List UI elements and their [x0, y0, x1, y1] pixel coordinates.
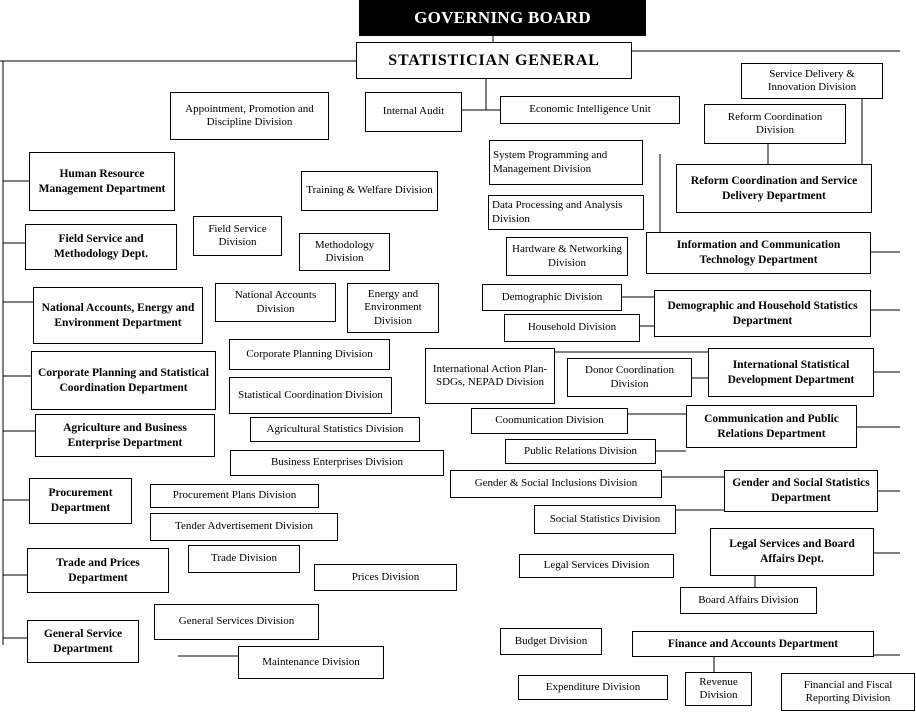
gender-social-inclusions-division: Gender & Social Inclusions Division	[450, 470, 662, 498]
trade-division: Trade Division	[188, 545, 300, 573]
agriculture-business-department: Agriculture and Business Enterprise Depa…	[35, 414, 215, 457]
household-division: Household Division	[504, 314, 640, 342]
field-service-department: Field Service and Methodology Dept.	[25, 224, 177, 270]
economic-intelligence-unit: Economic Intelligence Unit	[500, 96, 680, 124]
reform-coordination-division: Reform Coordination Division	[704, 104, 846, 144]
expenditure-division: Expenditure Division	[518, 675, 668, 700]
reform-coordination-department: Reform Coordination and Service Delivery…	[676, 164, 872, 213]
hardware-networking-division: Hardware & Networking Division	[506, 237, 628, 276]
internal-audit: Internal Audit	[365, 92, 462, 132]
energy-environment-division: Energy and Environment Division	[347, 283, 439, 333]
trade-prices-department: Trade and Prices Department	[27, 548, 169, 593]
legal-board-department: Legal Services and Board Affairs Dept.	[710, 528, 874, 576]
financial-fiscal-reporting-division: Financial and Fiscal Reporting Division	[781, 673, 915, 711]
legal-services-division: Legal Services Division	[519, 554, 674, 578]
national-accounts-division: National Accounts Division	[215, 283, 336, 322]
methodology-division: Methodology Division	[299, 233, 390, 271]
governing-board: GOVERNING BOARD	[359, 0, 646, 36]
public-relations-division: Public Relations Division	[505, 439, 656, 464]
hr-department: Human Resource Management Department	[29, 152, 175, 211]
procurement-department: Procurement Department	[29, 478, 132, 524]
demographic-division: Demographic Division	[482, 284, 622, 311]
communication-division: Coomunication Division	[471, 408, 628, 434]
communication-pr-department: Communication and Public Relations Depar…	[686, 405, 857, 448]
service-delivery-division: Service Delivery & Innovation Division	[741, 63, 883, 99]
budget-division: Budget Division	[500, 628, 602, 655]
procurement-plans-division: Procurement Plans Division	[150, 484, 319, 508]
national-accounts-department: National Accounts, Energy and Environmen…	[33, 287, 203, 344]
international-statistical-department: International Statistical Development De…	[708, 348, 874, 397]
demographic-household-department: Demographic and Household Statistics Dep…	[654, 290, 871, 337]
tender-advertisement-division: Tender Advertisement Division	[150, 513, 338, 541]
ict-department: Information and Communication Technology…	[646, 232, 871, 274]
prices-division: Prices Division	[314, 564, 457, 591]
corporate-planning-department: Corporate Planning and Statistical Coord…	[31, 351, 216, 410]
agricultural-statistics-division: Agricultural Statistics Division	[250, 417, 420, 442]
international-action-division: International Action Plan-SDGs, NEPAD Di…	[425, 348, 555, 404]
statistical-coordination-division: Statistical Coordination Division	[229, 377, 392, 414]
field-service-division: Field Service Division	[193, 216, 282, 256]
statistician-general: STATISTICIAN GENERAL	[356, 42, 632, 79]
general-service-department: General Service Department	[27, 620, 139, 663]
training-welfare-division: Training & Welfare Division	[301, 171, 438, 211]
system-programming-division: System Programming and Management Divisi…	[489, 140, 643, 185]
general-services-division: General Services Division	[154, 604, 319, 640]
data-processing-division: Data Processing and Analysis Division	[488, 195, 644, 230]
board-affairs-division: Board Affairs Division	[680, 587, 817, 614]
business-enterprises-division: Business Enterprises Division	[230, 450, 444, 476]
gender-social-department: Gender and Social Statistics Department	[724, 470, 878, 512]
donor-coordination-division: Donor Coordination Division	[567, 358, 692, 397]
revenue-division: Revenue Division	[685, 672, 752, 706]
appointment-division: Appointment, Promotion and Discipline Di…	[170, 92, 329, 140]
maintenance-division: Maintenance Division	[238, 646, 384, 679]
corporate-planning-division: Corporate Planning Division	[229, 339, 390, 370]
social-statistics-division: Social Statistics Division	[534, 505, 676, 534]
finance-accounts-department: Finance and Accounts Department	[632, 631, 874, 657]
